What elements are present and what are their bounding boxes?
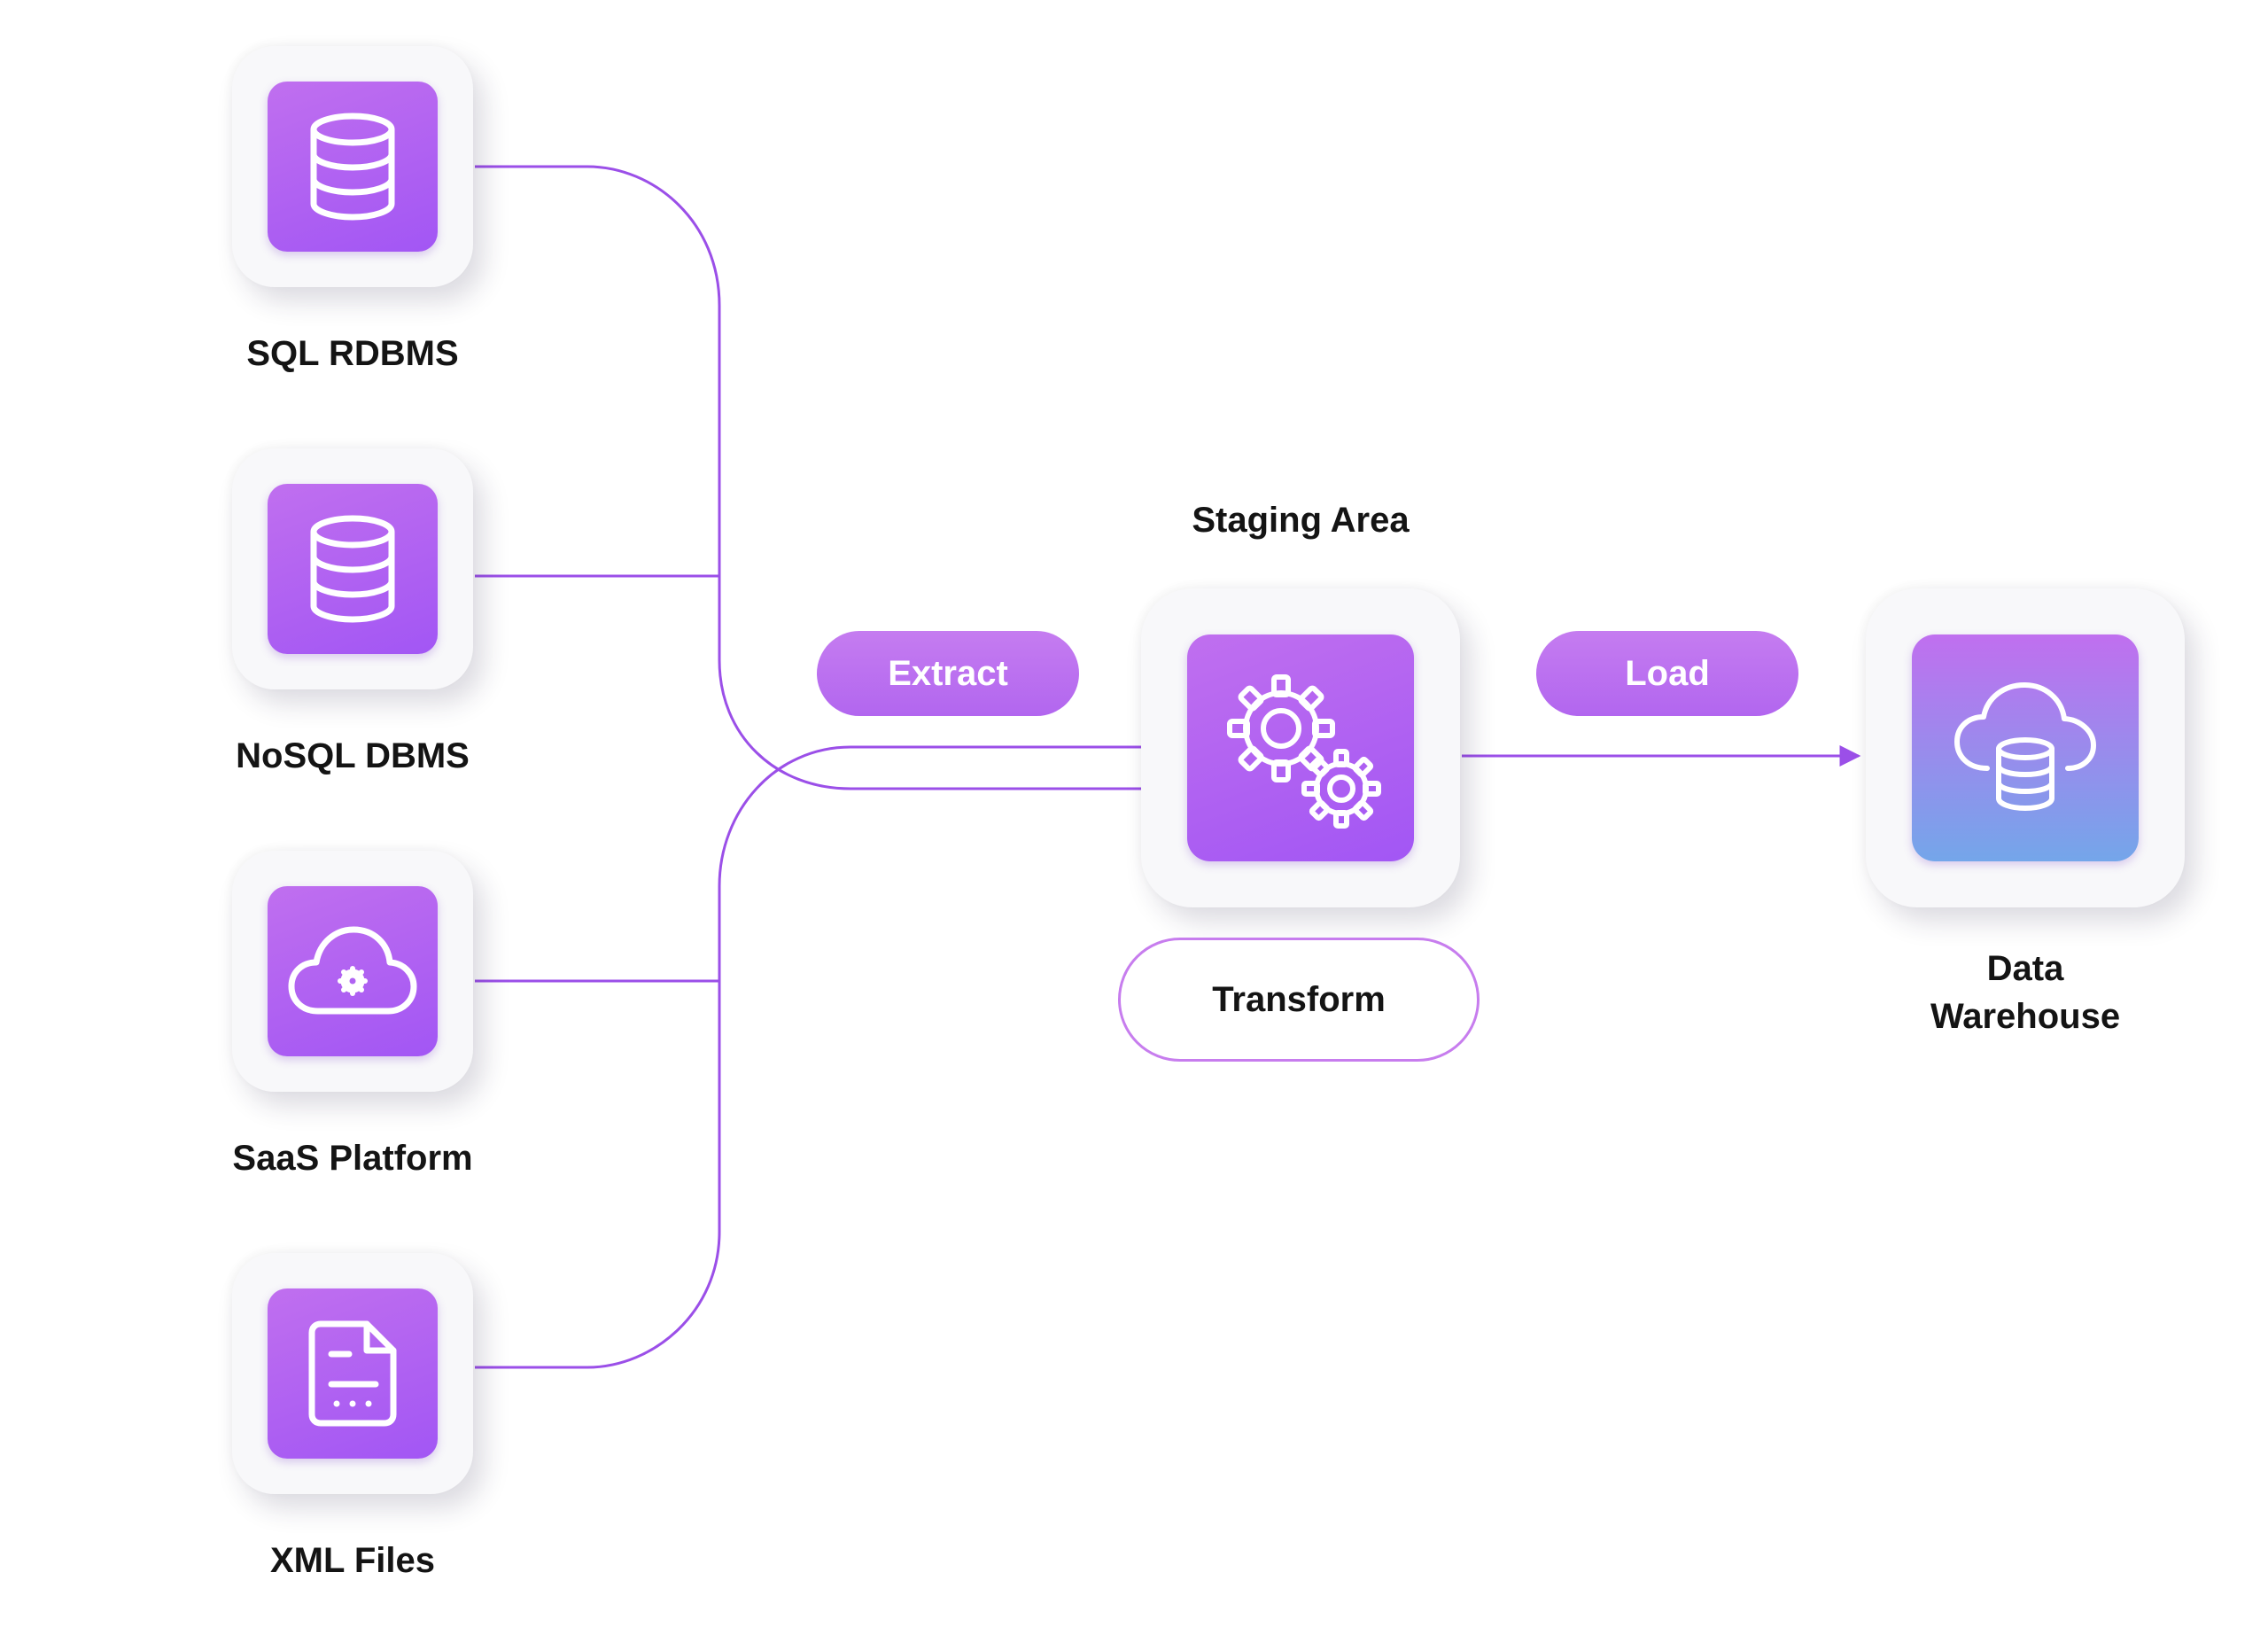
data-warehouse-label-line1: Data bbox=[1986, 949, 2064, 988]
staging-area-title: Staging Area bbox=[1192, 501, 1410, 540]
source-icon-box bbox=[268, 484, 438, 654]
warehouse-icon-box bbox=[1912, 634, 2139, 861]
database-icon bbox=[310, 515, 395, 623]
database-icon bbox=[310, 113, 395, 221]
document-icon bbox=[308, 1320, 397, 1427]
cloud-gear-icon bbox=[288, 926, 417, 1015]
source-icon-box bbox=[268, 886, 438, 1056]
source-icon-box bbox=[268, 82, 438, 252]
source-tile-saas-platform bbox=[232, 851, 473, 1092]
connector-sql-rdbms bbox=[475, 165, 1141, 790]
source-label: SaaS Platform bbox=[232, 1139, 473, 1178]
cloud-database-icon bbox=[1954, 682, 2096, 811]
source-tile-xml-files bbox=[232, 1253, 473, 1494]
source-icon-box bbox=[268, 1288, 438, 1459]
data-warehouse-label-line2: Warehouse bbox=[1930, 997, 2121, 1036]
gears-icon bbox=[1227, 674, 1381, 829]
transform-step-pill: Transform bbox=[1118, 938, 1480, 1062]
connector-xml-files bbox=[475, 745, 1141, 1369]
source-label: NoSQL DBMS bbox=[236, 736, 470, 775]
data-warehouse-tile bbox=[1866, 588, 2185, 907]
staging-icon-box bbox=[1187, 634, 1414, 861]
data-warehouse-label: Data Warehouse bbox=[1848, 945, 2202, 1040]
extract-step-pill: Extract bbox=[817, 631, 1079, 716]
load-step-pill: Load bbox=[1536, 631, 1798, 716]
source-tile-sql-rdbms bbox=[232, 46, 473, 287]
source-tile-nosql-dbms bbox=[232, 448, 473, 689]
source-label: SQL RDBMS bbox=[246, 334, 459, 373]
staging-area-tile bbox=[1141, 588, 1460, 907]
source-label: XML Files bbox=[270, 1541, 435, 1580]
